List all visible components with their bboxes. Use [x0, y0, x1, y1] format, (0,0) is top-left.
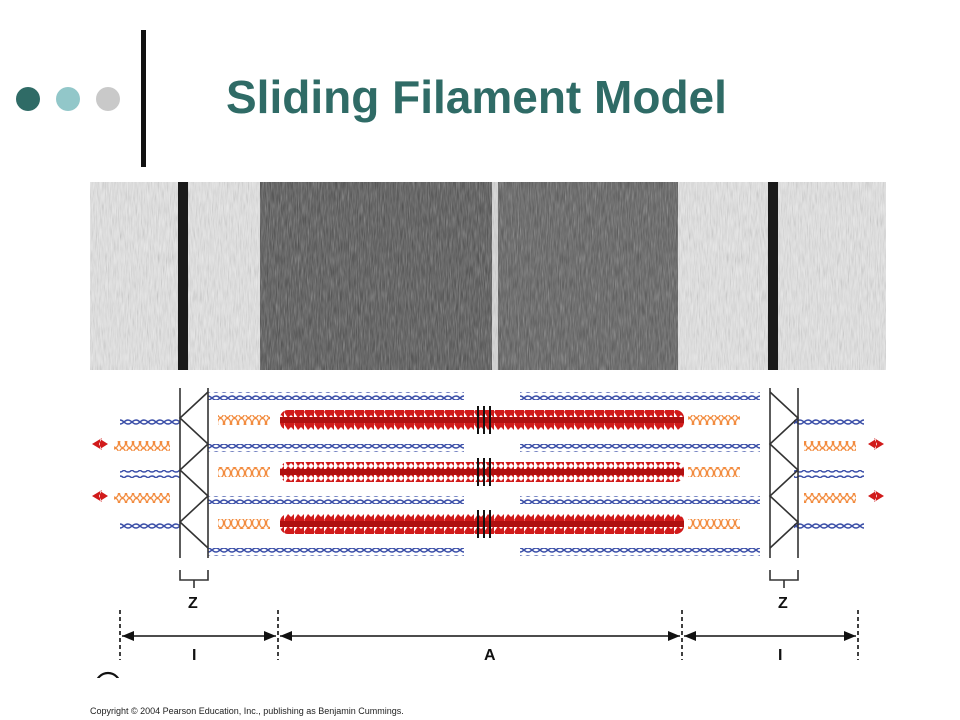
figure-number-badge — [96, 671, 120, 678]
titin-coils — [114, 415, 856, 529]
title-divider — [141, 30, 146, 167]
figure-number: 2 — [101, 676, 111, 678]
band-label-i-left: I — [192, 647, 196, 664]
arrowheads — [122, 631, 856, 641]
bullet-dot-dark — [16, 87, 40, 111]
copyright-text: Copyright © 2004 Pearson Education, Inc.… — [90, 706, 404, 716]
z-label-left: Z — [188, 595, 198, 612]
z-discs — [178, 388, 800, 588]
myosin-filaments — [92, 406, 884, 538]
bullet-dots — [16, 87, 126, 113]
page-title: Sliding Filament Model — [226, 71, 727, 123]
sarcomere-diagram: Z Z I A I 2 — [90, 182, 886, 678]
bullet-dot-light — [56, 87, 80, 111]
actin-filaments — [120, 392, 864, 556]
z-label-right: Z — [778, 595, 788, 612]
band-arrows — [119, 610, 859, 660]
micrograph — [90, 182, 886, 370]
band-label-i-right: I — [778, 647, 782, 664]
bullet-dot-gray — [96, 87, 120, 111]
band-label-a: A — [484, 647, 496, 664]
